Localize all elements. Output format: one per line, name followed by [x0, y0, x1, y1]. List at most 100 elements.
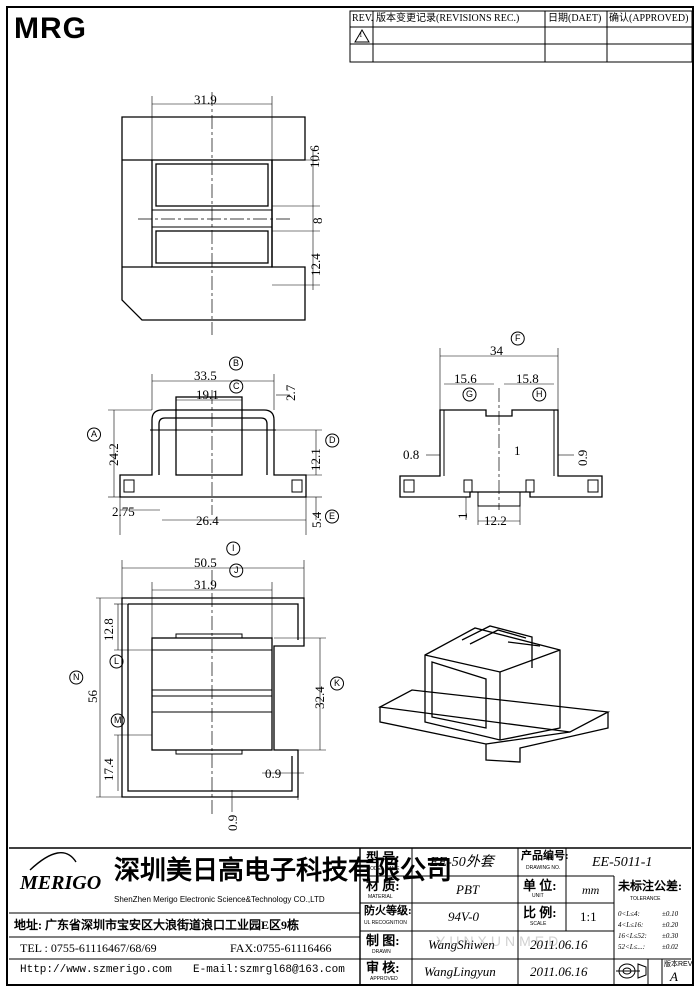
dim-side-w3: 15.8	[516, 371, 539, 386]
callout-circle	[87, 427, 102, 442]
tolerance-label: 未标注公差:	[618, 879, 682, 893]
revisions-record-label: 版本变更记录(REVISIONS REC.)	[376, 13, 520, 24]
approved-sub: APPROVED	[370, 976, 398, 982]
dim-bottom-t1: 0.9	[265, 766, 282, 781]
model-label: 型 号:	[366, 850, 400, 865]
callout-l: L	[114, 656, 120, 666]
dim-front-w3: 2.7	[283, 384, 298, 401]
dim-side-t3: 0.9	[575, 449, 590, 466]
tolerance-value-1: ±0.10	[662, 910, 679, 918]
watermark: YUNXUNMED	[436, 933, 563, 949]
callout-i: I	[232, 543, 235, 553]
company-email: E-mail:szmrgl68@163.com	[193, 964, 345, 976]
revision-date-label: 日期(DAET)	[548, 13, 602, 24]
bottom-view	[96, 560, 326, 815]
material-sub: MATERIAL	[368, 894, 393, 900]
company-address: 地址: 广东省深圳市宝安区大浪街道浪口工业园E区9栋	[14, 918, 300, 932]
dim-front-w5: 26.4	[196, 513, 219, 528]
tolerance-range-3: 16<L≤52:	[618, 932, 647, 940]
revision-table	[349, 10, 693, 63]
top-view	[121, 92, 320, 335]
callout-circle	[330, 676, 345, 691]
side-view	[399, 348, 603, 525]
callout-circle	[109, 654, 124, 669]
drawn-date: 2011.06.16	[530, 937, 588, 952]
callout-h: H	[536, 389, 543, 399]
dim-front-h2: 12.1	[308, 448, 323, 471]
approved-label: 审 核:	[366, 960, 400, 975]
company-tel: TEL : 0755-61116467/68/69	[20, 941, 157, 955]
model-value: EE-50外套	[430, 855, 494, 870]
callout-circle	[532, 387, 547, 402]
dim-bottom-h4: 17.4	[101, 758, 116, 781]
company-name-cn: 深圳美日高电子科技有限公司	[114, 856, 453, 885]
front-view	[108, 374, 322, 535]
dim-side-t4: 1	[455, 512, 470, 520]
dim-bottom-t2: 0.9	[225, 814, 240, 831]
callout-circle	[229, 379, 244, 394]
dim-bottom-h2: 56	[85, 690, 100, 703]
drawing-no-label: 产品编号:	[521, 850, 569, 862]
material-value: PBT	[456, 882, 480, 897]
callout-b: B	[233, 358, 240, 368]
isometric-view	[377, 625, 611, 763]
callout-circle	[510, 331, 525, 346]
dim-side-w1: 34	[490, 343, 503, 358]
tolerance-range-1: 0<L≤4:	[618, 910, 640, 918]
callout-circle	[110, 713, 125, 728]
brand-logo: MRG	[14, 12, 87, 45]
tolerance-value-2: ±0.20	[662, 921, 679, 929]
company-name-en: ShenZhen Merigo Electronic Science&Techn…	[114, 895, 325, 904]
dim-bottom-h1: 12.8	[101, 618, 116, 641]
drawn-by: WangShiwen	[428, 937, 495, 952]
dim-side-w4: 12.2	[484, 513, 507, 528]
callout-e: E	[329, 511, 336, 521]
dim-bottom-w2: 31.9	[194, 577, 217, 592]
ul-value: 94V-0	[448, 909, 480, 924]
callout-circle	[229, 356, 244, 371]
callout-g: G	[466, 389, 474, 399]
dim-front-h1: 24.2	[106, 443, 121, 466]
dim-side-w2: 15.6	[454, 371, 477, 386]
scale-label: 比 例:	[523, 905, 557, 920]
approved-by: WangLingyun	[424, 964, 496, 979]
callout-circle	[325, 433, 340, 448]
sheet-border	[6, 6, 694, 986]
callout-d: D	[329, 435, 336, 445]
unit-sub: UNIT	[532, 893, 544, 899]
tolerance-value-4: ±0.02	[662, 943, 679, 951]
callout-circle	[462, 387, 477, 402]
callout-j: J	[234, 565, 239, 575]
callout-circle	[325, 509, 340, 524]
dim-front-w4: 2.75	[112, 504, 135, 519]
dim-bottom-w1: 50.5	[194, 555, 217, 570]
dim-top-width: 31.9	[194, 92, 217, 107]
dim-front-w1: 33.5	[194, 368, 217, 383]
tolerance-range-4: 52<L≤...:	[618, 943, 646, 951]
company-website: Http://www.szmerigo.com	[20, 964, 172, 976]
drawing-no-sub: DRAWING NO.	[526, 865, 561, 871]
dim-front-w2: 19.1	[196, 387, 219, 402]
dim-top-h3: 12.4	[308, 253, 323, 276]
revision-symbol: 1	[359, 31, 363, 39]
ul-sub: UL RECOGNITION	[364, 920, 407, 926]
model-sub: MODEL NAME	[366, 866, 400, 872]
rev-label: REV.	[352, 13, 374, 24]
dim-front-h3: 5.4	[309, 511, 324, 528]
callout-m: M	[114, 715, 122, 725]
title-block-grid	[9, 847, 691, 985]
dim-side-t2: 1	[514, 443, 521, 458]
callout-a: A	[91, 429, 98, 439]
company-fax: FAX:0755-61116466	[230, 941, 332, 955]
callout-circles	[69, 331, 547, 728]
tolerance-range-2: 4<L≤16:	[618, 921, 644, 929]
drawing-no-value: EE-5011-1	[592, 855, 653, 870]
ul-label: 防火等级:	[364, 905, 412, 917]
version-value: A	[670, 969, 678, 984]
callout-c: C	[233, 381, 240, 391]
dim-top-h2: 8	[310, 217, 325, 225]
callout-n: N	[73, 672, 80, 682]
callout-circle	[229, 563, 244, 578]
callout-circle	[226, 541, 241, 556]
revision-approved-label: 确认(APPROVED)	[609, 13, 689, 24]
